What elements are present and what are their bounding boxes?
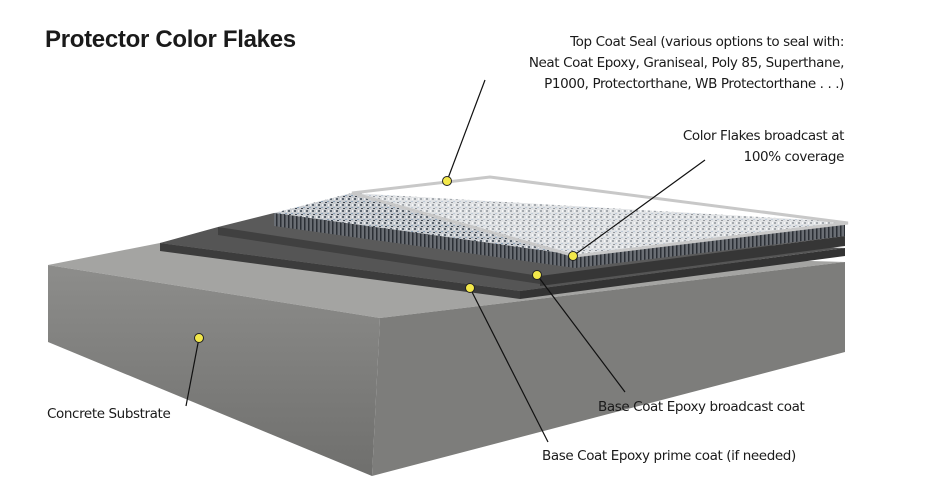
label-concrete: Concrete Substrate [47,406,171,422]
label-line: Neat Coat Epoxy, Graniseal, Poly 85, Sup… [528,55,845,71]
concrete-side [372,262,845,476]
label-line: 100% coverage [743,149,845,165]
concrete-front [48,265,380,476]
label-broadcast-coat: Base Coat Epoxy broadcast coat [598,399,805,415]
marker-top-coat [442,176,452,186]
label-prime-coat: Base Coat Epoxy prime coat (if needed) [542,448,796,464]
label-line: Top Coat Seal (various options to seal w… [570,34,844,50]
label-line: P1000, Protectorthane, WB Protectorthane… [544,76,844,92]
marker-flakes [568,251,578,261]
marker-concrete [194,333,204,343]
diagram-title: Protector Color Flakes [45,26,296,53]
flake-layer [274,193,845,255]
label-line: Color Flakes broadcast at [682,128,845,144]
marker-prime-coat [465,283,475,293]
label-flakes: Color Flakes broadcast at 100% coverage [682,126,845,168]
marker-broadcast-coat [532,270,542,280]
label-top-coat: Top Coat Seal (various options to seal w… [528,32,845,95]
